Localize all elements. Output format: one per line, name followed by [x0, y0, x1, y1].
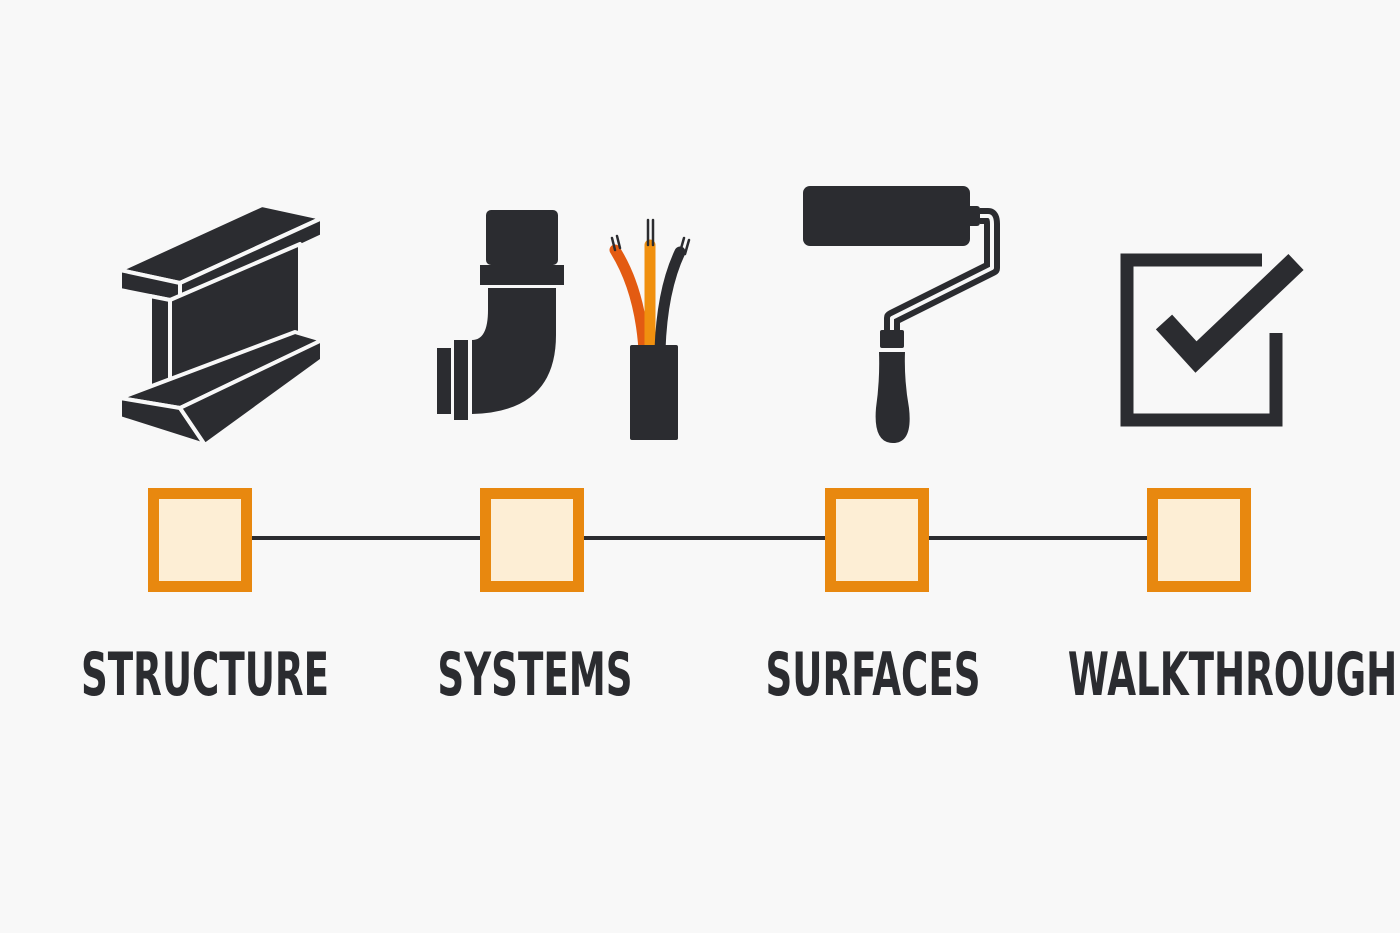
timeline-connector [252, 536, 480, 540]
step-label-systems: SYSTEMS [437, 640, 633, 710]
steel-i-beam-icon [118, 203, 324, 447]
step-node-systems [480, 488, 584, 592]
step-node-structure [148, 488, 252, 592]
paint-roller-icon [803, 186, 1000, 443]
step-node-surfaces [825, 488, 929, 592]
step-label-structure: STRUCTURE [81, 640, 329, 710]
pipe-and-wires-icon [437, 210, 691, 440]
step-node-walkthrough [1147, 488, 1251, 592]
step-label-surfaces: SURFACES [765, 640, 981, 710]
checkbox-checked-icon [1120, 249, 1308, 427]
step-label-walkthrough: WALKTHROUGH [1067, 640, 1398, 710]
timeline-connector [929, 536, 1147, 540]
timeline-connector [583, 536, 825, 540]
